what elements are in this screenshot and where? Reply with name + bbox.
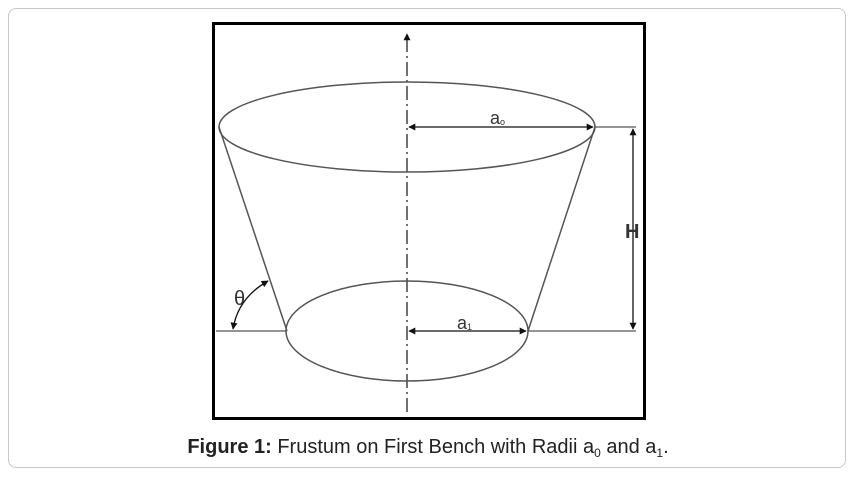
- diagram-border: [212, 22, 646, 420]
- caption-text: Frustum on First Bench with Radii a: [277, 436, 595, 458]
- angle-arc: [230, 280, 269, 330]
- frustum-diagram: ao a1 H θ: [212, 22, 646, 420]
- figure-caption: Figure 1: Frustum on First Bench with Ra…: [0, 434, 856, 460]
- caption-sub-1: 1: [656, 446, 664, 460]
- caption-sub-0: 0: [594, 446, 601, 460]
- caption-end: .: [663, 436, 669, 458]
- height-label: H: [625, 221, 639, 243]
- caption-and: and a: [600, 436, 657, 458]
- caption-label: Figure 1:: [187, 436, 272, 458]
- left-side-line: [218, 126, 288, 332]
- angle-label: θ: [234, 288, 245, 310]
- bottom-radius-label: a1: [457, 313, 472, 333]
- top-radius-label: ao: [490, 108, 505, 128]
- right-side-line: [527, 126, 596, 332]
- figure-card: [8, 8, 846, 468]
